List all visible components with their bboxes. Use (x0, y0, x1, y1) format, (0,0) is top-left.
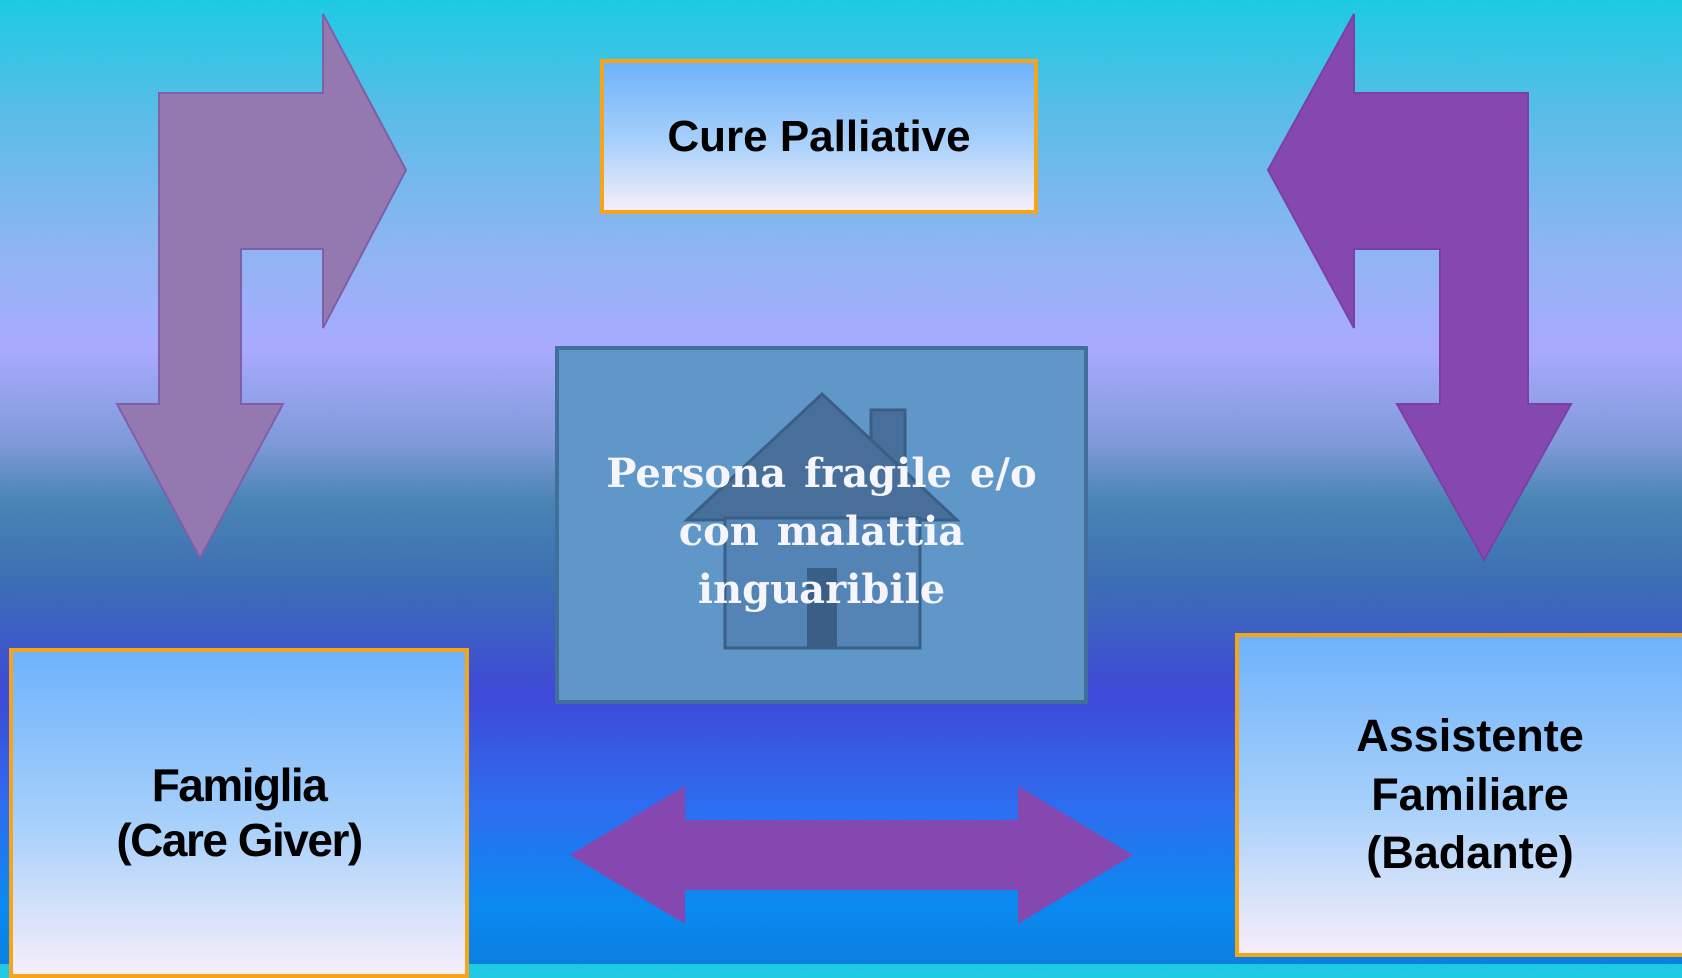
person-center-label: Persona fragile e/o con malattia inguari… (606, 450, 1037, 613)
turn-arrow-left-icon (115, 13, 408, 561)
famiglia-label: Famiglia (Care Giver) (116, 758, 363, 866)
double-headed-arrow-icon (570, 786, 1133, 924)
assistente-familiare-box: Assistente Familiare (Badante) (1235, 633, 1682, 957)
famiglia-box: Famiglia (Care Giver) (9, 648, 469, 978)
cure-palliative-label: Cure Palliative (667, 111, 971, 161)
house-icon (683, 391, 961, 650)
assistente-familiare-label: Assistente Familiare (Badante) (1356, 710, 1584, 879)
person-center-box: Persona fragile e/o con malattia inguari… (555, 346, 1088, 704)
cure-palliative-box: Cure Palliative (600, 59, 1038, 214)
turn-arrow-right-icon (1266, 13, 1573, 563)
